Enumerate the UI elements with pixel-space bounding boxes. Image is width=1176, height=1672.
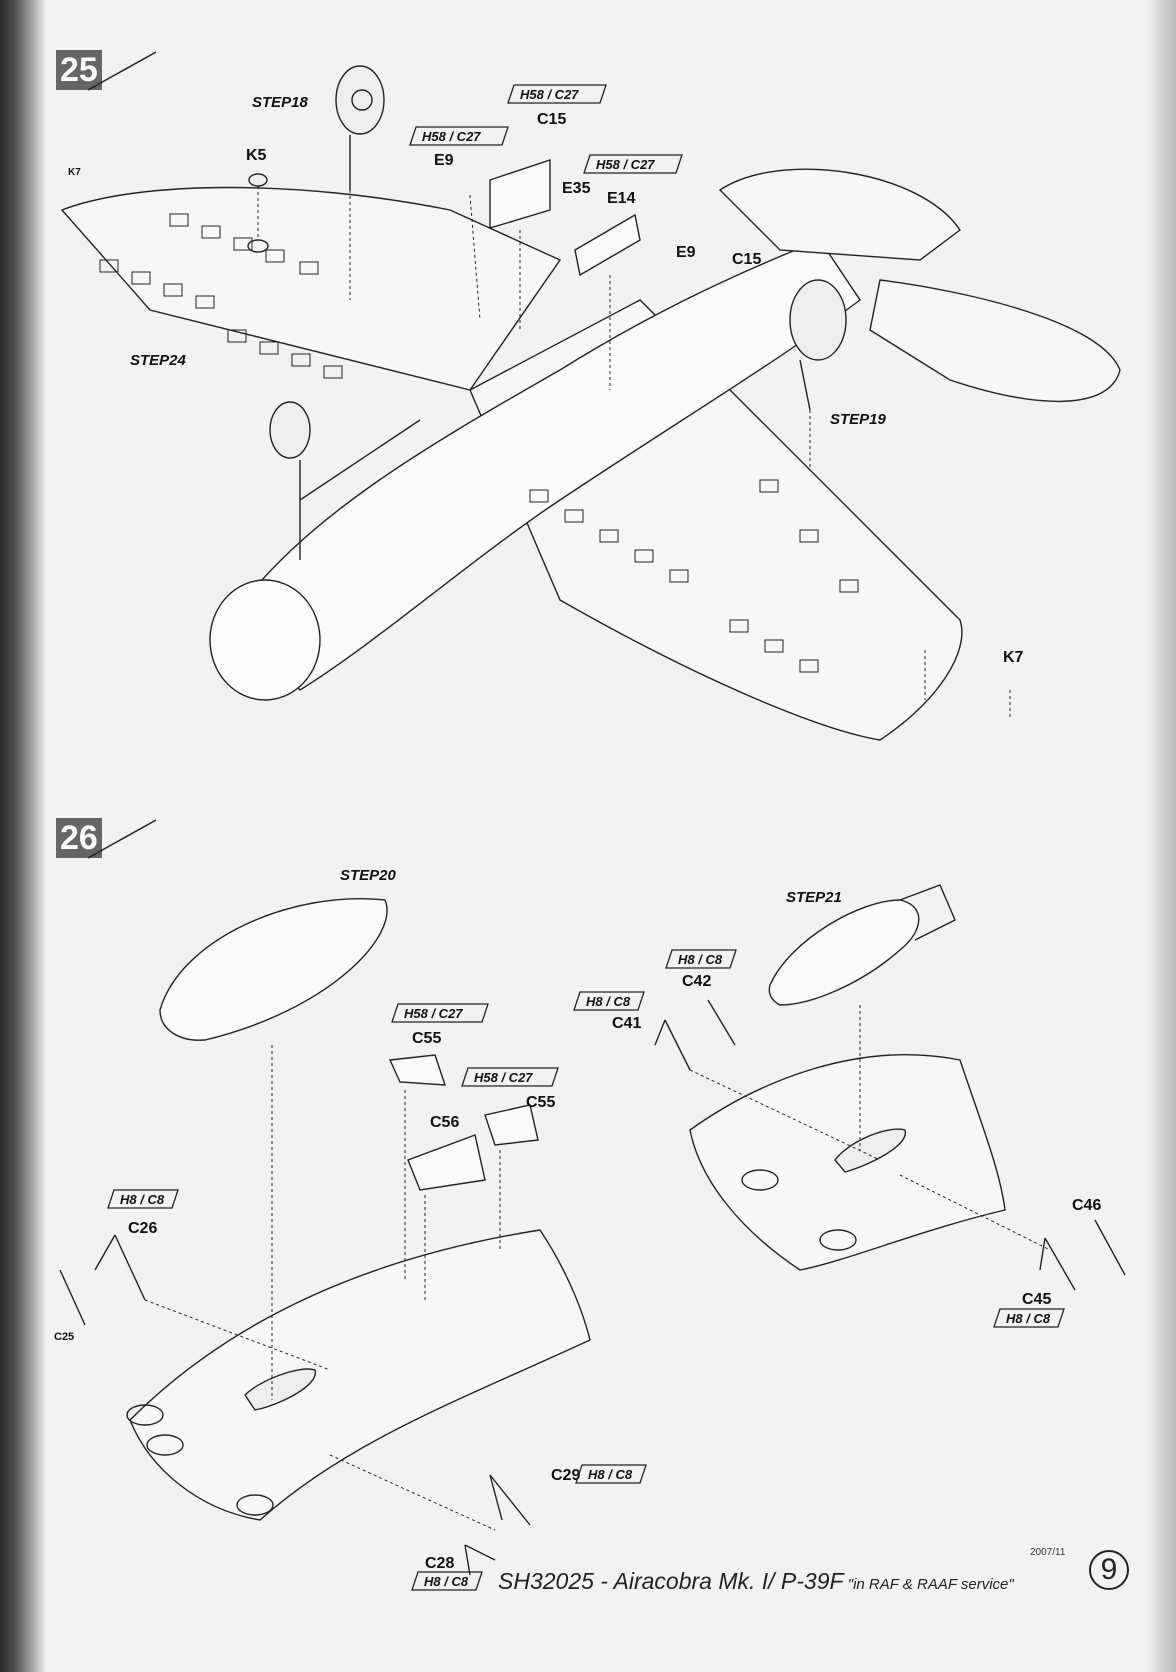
label-c15-top: C15 — [537, 111, 566, 128]
paint-tag-e9: H58 / C27 — [410, 127, 508, 145]
svg-text:H8 / C8: H8 / C8 — [120, 1192, 165, 1207]
label-k5: K5 — [246, 147, 267, 164]
svg-text:H8 / C8: H8 / C8 — [588, 1467, 633, 1482]
paint-tag-c42: H8 / C8 — [666, 950, 736, 968]
label-k7-left: K7 — [68, 167, 81, 178]
label-step20: STEP20 — [340, 867, 397, 884]
svg-text:H58 / C27: H58 / C27 — [474, 1070, 533, 1085]
label-step19: STEP19 — [830, 411, 887, 428]
label-e14: E14 — [607, 190, 636, 207]
paint-tag-c45: H8 / C8 — [994, 1309, 1064, 1327]
paint-tag-c29: H8 / C8 — [576, 1465, 646, 1483]
svg-text:H8 / C8: H8 / C8 — [678, 952, 723, 967]
paint-tag-c41: H8 / C8 — [574, 992, 644, 1010]
paint-tag-c28: H8 / C8 — [412, 1572, 482, 1590]
page-number: 9 — [1089, 1550, 1129, 1590]
label-c45: C45 — [1022, 1291, 1051, 1308]
label-c41: C41 — [612, 1015, 641, 1032]
label-c15-right: C15 — [732, 251, 761, 268]
kit-number: SH32025 - — [498, 1568, 614, 1594]
label-e9-right: E9 — [676, 244, 696, 261]
label-step18: STEP18 — [252, 94, 309, 111]
step-25-airframe-drawing — [62, 66, 1120, 740]
svg-text:H58 / C27: H58 / C27 — [520, 87, 579, 102]
kit-title: Airacobra Mk. I/ P-39F — [614, 1568, 844, 1594]
label-c42: C42 — [682, 973, 711, 990]
label-step21: STEP21 — [786, 889, 842, 906]
svg-text:H8 / C8: H8 / C8 — [424, 1574, 469, 1589]
svg-text:H58 / C27: H58 / C27 — [422, 129, 481, 144]
label-e35: E35 — [562, 180, 591, 197]
label-c55-left: C55 — [412, 1030, 441, 1047]
kit-subtitle: "in RAF & RAAF service" — [844, 1576, 1014, 1593]
paint-tag-c55-right: H58 / C27 — [462, 1068, 558, 1086]
label-c26: C26 — [128, 1220, 157, 1237]
svg-text:H8 / C8: H8 / C8 — [1006, 1311, 1051, 1326]
label-c25: C25 — [54, 1331, 74, 1343]
paint-tag-e35: H58 / C27 — [584, 155, 682, 173]
paint-tag-c55-left: H58 / C27 — [392, 1004, 488, 1022]
label-step24: STEP24 — [130, 352, 187, 369]
paint-tag-c15: H58 / C27 — [508, 85, 606, 103]
footer-title: SH32025 - Airacobra Mk. I/ P-39F "in RAF… — [498, 1568, 1078, 1608]
svg-text:H58 / C27: H58 / C27 — [404, 1006, 463, 1021]
label-e9-top: E9 — [434, 152, 454, 169]
label-c56: C56 — [430, 1114, 459, 1131]
label-c55-right: C55 — [526, 1094, 555, 1111]
svg-text:H8 / C8: H8 / C8 — [586, 994, 631, 1009]
label-c46: C46 — [1072, 1197, 1101, 1214]
svg-text:H58 / C27: H58 / C27 — [596, 157, 655, 172]
label-k7-right: K7 — [1003, 649, 1024, 666]
label-c28: C28 — [425, 1555, 454, 1572]
paint-tag-c26: H8 / C8 — [108, 1190, 178, 1208]
print-date: 2007/11 — [1030, 1547, 1065, 1558]
